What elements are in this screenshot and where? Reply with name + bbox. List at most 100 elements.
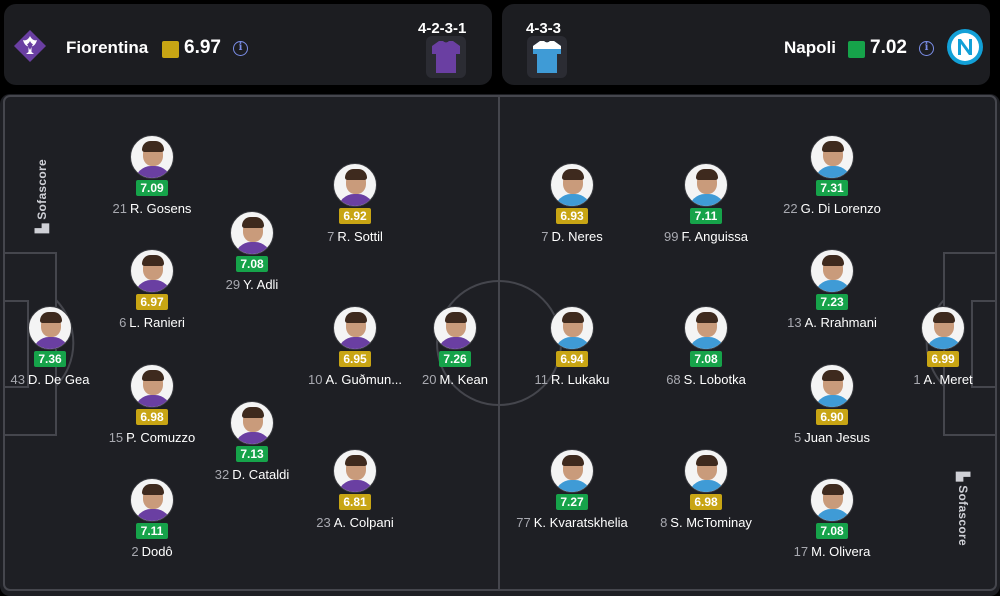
player-name: Y. Adli [243,277,279,292]
player-rating-badge: 6.90 [816,409,848,425]
player-avatar[interactable] [550,306,594,350]
player-name: F. Anguissa [681,229,748,244]
player-number: 8 [660,515,668,530]
player-name: L. Ranieri [129,315,185,330]
player-avatar[interactable] [130,364,174,408]
player-name: A. Guðmun... [325,372,403,387]
away-team-name[interactable]: Napoli [784,38,836,57]
player-rating-badge: 6.95 [339,351,371,367]
sky-blue-shirt-icon [527,36,567,78]
player-number: 2 [131,544,139,559]
player-avatar[interactable] [333,449,377,493]
player-avatar[interactable] [230,401,274,445]
player-rating-badge: 7.11 [690,208,722,224]
player-avatar[interactable] [433,306,477,350]
player-avatar[interactable] [28,306,72,350]
player-avatar[interactable] [684,306,728,350]
player-avatar[interactable] [684,449,728,493]
player-avatar[interactable] [130,249,174,293]
player-rating-badge: 7.23 [816,294,848,310]
info-icon[interactable]: i [233,41,248,56]
player-rating-badge: 7.08 [690,351,722,367]
watermark-text: Sofascore [34,159,49,220]
player-rating-badge: 7.27 [556,494,588,510]
home-team-name[interactable]: Fiorentina [66,38,149,57]
player-avatar[interactable] [550,449,594,493]
player-name: K. Kvaratskhelia [533,515,628,530]
player-number: 99 [664,229,679,244]
player-avatar[interactable] [810,478,854,522]
player-number: 68 [666,372,681,387]
away-team-card[interactable]: 4-3-3 Napoli 7.02 i [502,4,990,85]
player-number: 7 [327,229,335,244]
player-avatar[interactable] [230,211,274,255]
player-avatar[interactable] [333,306,377,350]
player-avatar[interactable] [810,249,854,293]
player-avatar[interactable] [684,163,728,207]
player-avatar[interactable] [333,163,377,207]
player-avatar[interactable] [921,306,965,350]
player-rating-badge: 6.94 [556,351,588,367]
player-number: 6 [119,315,127,330]
home-team-card[interactable]: Fiorentina 6.97 i 4-2-3-1 [4,4,492,85]
sofascore-watermark-left: ▙ Sofascore [35,159,49,233]
player-rating-badge: 7.08 [816,523,848,539]
player-avatar[interactable] [550,163,594,207]
player-avatar[interactable] [130,478,174,522]
player-number: 17 [793,544,809,559]
home-rating-badge [162,41,179,58]
info-icon[interactable]: i [919,41,934,56]
player-avatar[interactable] [130,135,174,179]
player-rating-badge: 6.99 [927,351,959,367]
sofascore-logo-icon: ▙ [34,219,49,233]
player-name: Dodô [141,544,173,559]
player-avatar[interactable] [810,364,854,408]
player-avatar[interactable] [810,135,854,179]
watermark-text: Sofascore [955,485,970,546]
